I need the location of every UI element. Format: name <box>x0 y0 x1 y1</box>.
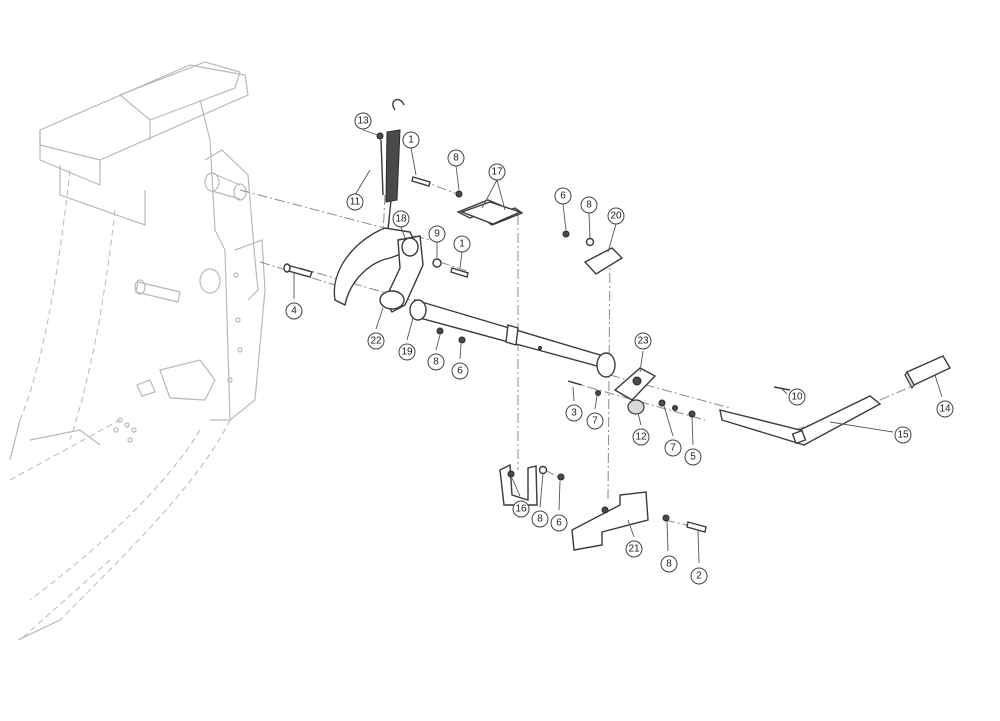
callout-16: 16 <box>512 500 530 518</box>
svg-text:6: 6 <box>560 191 566 202</box>
shaft-19 <box>409 298 616 378</box>
svg-text:19: 19 <box>401 347 413 358</box>
nut-7-left <box>595 390 601 396</box>
nut-6-lower <box>557 473 565 481</box>
callout-1-top: 1 <box>402 131 420 149</box>
leader-lines <box>293 129 943 564</box>
svg-text:6: 6 <box>556 518 562 529</box>
svg-text:20: 20 <box>610 211 622 222</box>
plate-17 <box>456 199 524 226</box>
svg-text:13: 13 <box>357 116 369 127</box>
svg-text:7: 7 <box>592 416 598 427</box>
callout-9: 9 <box>428 225 446 243</box>
svg-text:9: 9 <box>434 229 440 240</box>
callout-8-plate: 8 <box>580 196 598 214</box>
machine-frame <box>9 61 266 641</box>
spring-hook-nut <box>376 132 384 140</box>
callout-14: 14 <box>936 400 954 418</box>
callout-17: 17 <box>488 163 506 181</box>
callout-8-top: 8 <box>447 149 465 167</box>
callout-4: 4 <box>285 302 303 320</box>
callout-12: 12 <box>632 428 650 446</box>
washer-9 <box>432 258 442 268</box>
svg-text:8: 8 <box>453 153 459 164</box>
callout-7-left: 7 <box>586 412 604 430</box>
nut-8-top <box>455 190 463 198</box>
callout-20: 20 <box>607 207 625 225</box>
bracket-16 <box>499 463 538 506</box>
svg-text:8: 8 <box>586 200 592 211</box>
callout-5: 5 <box>684 448 702 466</box>
callout-2: 2 <box>690 567 708 585</box>
callout-8-bottom: 8 <box>660 555 678 573</box>
pin-10 <box>773 386 791 391</box>
hook-lever <box>333 227 424 313</box>
plate-20 <box>583 247 624 275</box>
callout-15: 15 <box>894 426 912 444</box>
pedal-arm-15 <box>719 395 882 446</box>
pin-3 <box>567 380 583 386</box>
nut-7-right <box>658 399 666 407</box>
callout-1-lower: 1 <box>453 235 471 253</box>
callout-10: 10 <box>788 388 806 406</box>
callout-13: 13 <box>354 112 372 130</box>
callout-23: 23 <box>634 332 652 350</box>
bracket-21 <box>571 491 649 551</box>
svg-text:16: 16 <box>515 504 527 515</box>
svg-text:18: 18 <box>395 214 407 225</box>
svg-text:22: 22 <box>370 336 382 347</box>
bolt-1-top <box>411 176 431 187</box>
svg-text:8: 8 <box>666 559 672 570</box>
svg-text:8: 8 <box>537 514 543 525</box>
callout-8-shaft: 8 <box>427 353 445 371</box>
svg-text:14: 14 <box>939 404 951 415</box>
bolt-4 <box>283 263 313 278</box>
washer-7-right <box>672 405 678 411</box>
svg-text:1: 1 <box>459 239 465 250</box>
tension-spring <box>385 98 405 231</box>
svg-text:1: 1 <box>408 135 414 146</box>
callout-22: 22 <box>367 332 385 350</box>
callout-6-lower: 6 <box>550 514 568 532</box>
nut-5 <box>688 410 696 418</box>
bracket-23 <box>613 367 657 401</box>
callout-19: 19 <box>398 343 416 361</box>
washer-8-top <box>585 237 595 247</box>
nut-6-top <box>562 230 570 238</box>
svg-text:23: 23 <box>637 336 649 347</box>
svg-text:10: 10 <box>791 392 803 403</box>
svg-text:17: 17 <box>491 167 503 178</box>
svg-text:21: 21 <box>628 544 640 555</box>
callout-6-top: 6 <box>554 187 572 205</box>
nut-6-shaft <box>458 336 466 344</box>
svg-text:2: 2 <box>696 571 702 582</box>
svg-text:7: 7 <box>670 443 676 454</box>
bolt-2 <box>686 521 707 533</box>
washer-12 <box>627 399 645 415</box>
spring-eye-bolt <box>380 139 384 196</box>
svg-text:11: 11 <box>350 197 361 208</box>
svg-text:6: 6 <box>457 366 463 377</box>
svg-text:15: 15 <box>897 430 909 441</box>
callout-3: 3 <box>565 404 583 422</box>
callout-8-lower: 8 <box>531 510 549 528</box>
svg-text:4: 4 <box>291 306 297 317</box>
pedal-grip-14 <box>904 355 951 390</box>
callout-21: 21 <box>625 540 643 558</box>
washer-8-lower <box>538 465 548 475</box>
callout-11: 11 <box>346 193 364 211</box>
svg-text:3: 3 <box>571 408 577 419</box>
svg-text:5: 5 <box>690 452 696 463</box>
nut-8-bottom <box>662 514 670 522</box>
svg-text:12: 12 <box>635 432 647 443</box>
callout-7-right: 7 <box>664 439 682 457</box>
callout-6-shaft: 6 <box>451 362 469 380</box>
nut-8-shaft <box>436 327 444 335</box>
svg-text:8: 8 <box>433 357 439 368</box>
callout-18: 18 <box>392 210 410 228</box>
bolt-1-lower <box>450 267 469 278</box>
